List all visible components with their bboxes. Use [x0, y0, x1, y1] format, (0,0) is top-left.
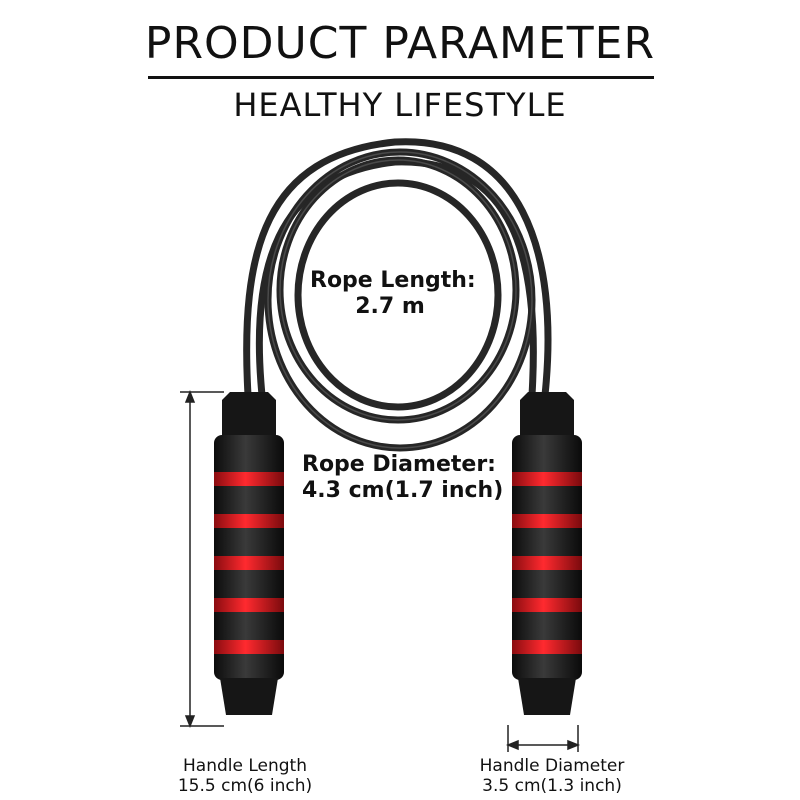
- grip-stripe: [512, 598, 582, 612]
- grip-stripe: [512, 556, 582, 570]
- rope-length-label: Rope Length: 2.7 m: [310, 268, 476, 320]
- grip-stripe: [512, 514, 582, 528]
- rope-length-value: 2.7 m: [355, 294, 425, 319]
- handle-length-value: 15.5 cm(6 inch): [177, 776, 313, 796]
- grip-stripe: [214, 514, 284, 528]
- page-subtitle: HEALTHY LIFESTYLE: [233, 86, 567, 124]
- handle-length-title: Handle Length: [183, 756, 307, 776]
- handle-diameter-dimension: [505, 725, 581, 752]
- grip-stripe: [214, 556, 284, 570]
- handle-length-label: Handle Length 15.5 cm(6 inch): [160, 756, 330, 796]
- handle-diameter-title: Handle Diameter: [479, 756, 625, 776]
- grip-stripe: [214, 598, 284, 612]
- rope-diameter-label: Rope Diameter: 4.3 cm(1.7 inch): [302, 452, 503, 504]
- handle-length-dimension: [180, 389, 224, 729]
- title-divider: [148, 76, 654, 79]
- grip-stripe: [512, 640, 582, 654]
- rope-diameter-title: Rope Diameter:: [302, 452, 496, 477]
- grip-stripe: [214, 640, 284, 654]
- rope-length-title: Rope Length:: [310, 268, 476, 293]
- left-handle: [214, 392, 284, 715]
- right-handle: [512, 392, 582, 715]
- handle-diameter-label: Handle Diameter 3.5 cm(1.3 inch): [462, 756, 642, 796]
- rope-diameter-value: 4.3 cm(1.7 inch): [302, 478, 504, 503]
- handle-diameter-value: 3.5 cm(1.3 inch): [482, 776, 622, 796]
- page-title: PRODUCT PARAMETER: [144, 18, 656, 69]
- grip-stripe: [512, 472, 582, 486]
- grip-stripe: [214, 472, 284, 486]
